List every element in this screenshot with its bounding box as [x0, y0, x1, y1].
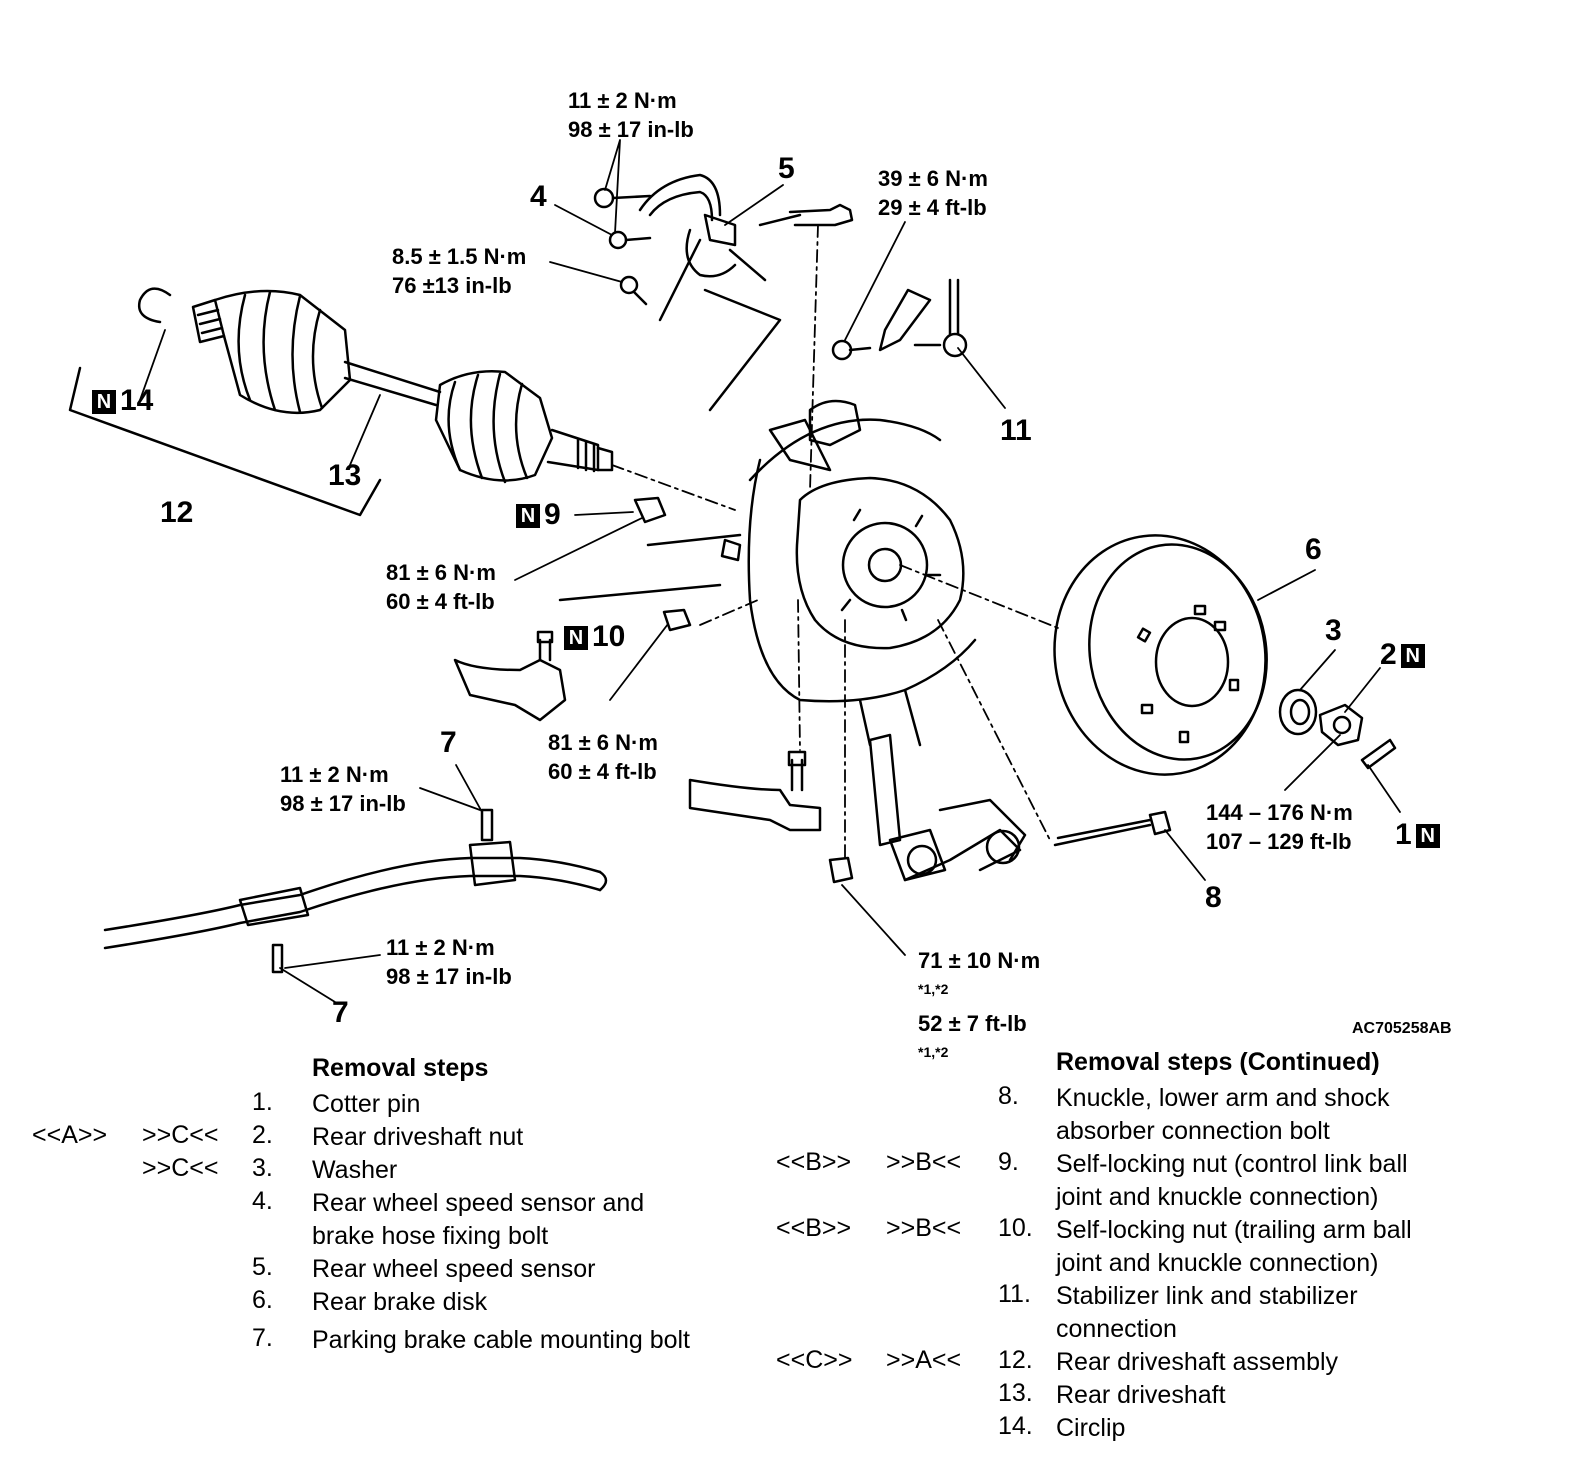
- shock-absorber-drawing: [828, 688, 1172, 884]
- removal-reference-code: <<B>>: [776, 1148, 852, 1176]
- step-number: 6.: [252, 1286, 273, 1314]
- step-text: Rear brake disk: [312, 1288, 488, 1316]
- step-number: 7.: [252, 1324, 273, 1352]
- step-number: 10.: [998, 1214, 1033, 1242]
- removal-heading-continued: Removal steps (Continued): [1056, 1048, 1380, 1076]
- knuckle-backing-plate-drawing: [558, 399, 977, 703]
- n-mark-icon: N: [1415, 824, 1440, 849]
- step-number: 12.: [998, 1346, 1033, 1374]
- n-mark-icon: N: [516, 504, 540, 529]
- exploded-view-diagram: [68, 139, 1401, 1003]
- step-text: Parking brake cable mounting bolt: [312, 1326, 691, 1354]
- install-reference-code: >>C<<: [142, 1121, 219, 1149]
- torque-bolt-8: 71 ± 10 N·m*1,*2 52 ± 7 ft-lb*1,*2: [918, 948, 1041, 1061]
- step-text: Rear driveshaft: [1056, 1381, 1226, 1409]
- step-number: 3.: [252, 1154, 273, 1182]
- stabilizer-link-drawing: [831, 278, 968, 361]
- step-number: 14.: [998, 1412, 1033, 1440]
- n-mark-icon: N: [1400, 644, 1425, 669]
- step-number: 2.: [252, 1121, 273, 1149]
- removal-reference-code: <<A>>: [32, 1121, 108, 1149]
- step-text: Cotter pin: [312, 1090, 421, 1118]
- sensor-hose-drawing: [593, 173, 854, 412]
- install-reference-code: >>B<<: [886, 1148, 962, 1176]
- figure-id: AC705258AB: [1352, 1020, 1452, 1037]
- n-mark-icon: N: [92, 390, 116, 415]
- nuts-drawing: [633, 496, 692, 632]
- callout-12: 12: [160, 496, 194, 529]
- callout-7-bottom: 7: [332, 996, 349, 1029]
- step-number: 13.: [998, 1379, 1033, 1407]
- install-reference-code: >>B<<: [886, 1214, 962, 1242]
- callout-6: 6: [1305, 533, 1322, 566]
- callout-11: 11: [1000, 414, 1032, 447]
- removal-heading: Removal steps: [312, 1054, 489, 1082]
- step-text: Rear driveshaft assembly: [1056, 1348, 1339, 1376]
- callout-13: 13: [328, 459, 362, 492]
- step-number: 9.: [998, 1148, 1019, 1176]
- install-reference-code: >>C<<: [142, 1154, 219, 1182]
- step-number: 8.: [998, 1082, 1019, 1110]
- step-number: 11.: [998, 1280, 1031, 1308]
- step-text: Washer: [312, 1156, 398, 1184]
- callout-3: 3: [1325, 614, 1342, 647]
- hub-parts-drawing: [1278, 688, 1397, 770]
- parking-cable-drawing: [103, 808, 608, 974]
- step-text: Rear driveshaft nut: [312, 1123, 524, 1151]
- step-text: Circlip: [1056, 1414, 1126, 1442]
- callout-8: 8: [1205, 881, 1222, 914]
- step-text: Rear wheel speed sensor: [312, 1255, 596, 1283]
- step-number: 5.: [252, 1253, 273, 1281]
- install-reference-code: >>A<<: [886, 1346, 962, 1374]
- step-number: 4.: [252, 1187, 273, 1215]
- callout-5: 5: [778, 152, 795, 185]
- removal-reference-code: <<C>>: [776, 1346, 853, 1374]
- step-number: 1.: [252, 1088, 273, 1116]
- callout-4: 4: [530, 180, 547, 213]
- n-mark-icon: N: [564, 626, 588, 651]
- driveshaft-assembly-drawing: [68, 287, 614, 517]
- removal-reference-code: <<B>>: [776, 1214, 852, 1242]
- control-link-drawing: [453, 630, 567, 722]
- trailing-arm-drawing: [688, 750, 822, 832]
- brake-disk-drawing: [1053, 534, 1268, 776]
- leader-lines: [139, 139, 1401, 1003]
- callout-7-top: 7: [440, 726, 457, 759]
